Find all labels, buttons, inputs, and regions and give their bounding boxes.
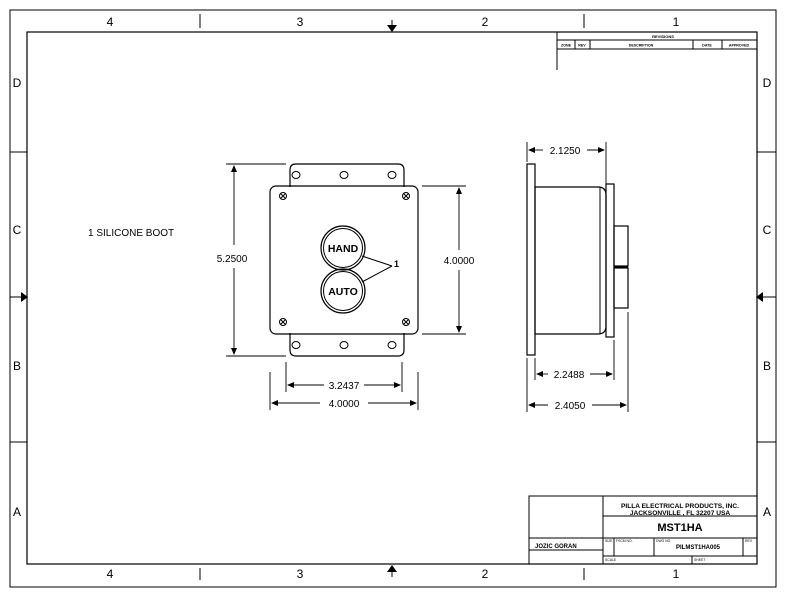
company-name: PILLA ELECTRICAL PRODUCTS, INC. (621, 503, 739, 510)
zone-top-4: 4 (107, 15, 114, 29)
zone-left-c: C (13, 223, 22, 237)
zone-right-d: D (763, 76, 772, 90)
zone-bottom-2: 2 (482, 567, 489, 581)
outer-border (9, 9, 777, 588)
drawn-by: JOZIC GORAN (535, 544, 577, 550)
title-block: PILLA ELECTRICAL PRODUCTS, INC. JACKSONV… (528, 495, 758, 565)
drawing-number: PILMST1HA005 (676, 545, 721, 551)
zone-right-b: B (763, 359, 771, 373)
inner-border (26, 31, 758, 565)
dim-width-box: 4.0000 (329, 399, 360, 410)
part-number: MST1HA (657, 522, 702, 534)
side-view (526, 163, 629, 356)
revisions-title: REVISIONS (652, 34, 674, 39)
rev-header-description: DESCRIPTION (629, 44, 654, 48)
dim-height-box: 4.0000 (444, 256, 475, 267)
zone-ticks (10, 14, 776, 580)
zone-right-c: C (763, 223, 772, 237)
dim-height-overall: 5.2500 (217, 254, 248, 265)
dim-side-depth-overall: 2.4050 (555, 401, 586, 412)
rev-header-zone: ZONE (561, 44, 572, 48)
company-address: JACKSONVILLE , FL 32207 USA (630, 510, 731, 517)
rev-header-approved: APPROVED (729, 44, 750, 48)
zone-left-b: B (13, 359, 21, 373)
scale-label: SCALE (605, 558, 617, 562)
dwg-label: DWG NO. (656, 539, 671, 543)
callout-number: 1 (394, 259, 399, 269)
side-dimensions: 2.1250 2.2488 2.4050 (526, 142, 629, 412)
zone-bottom-3: 3 (297, 567, 304, 581)
zone-bottom-1: 1 (673, 567, 680, 581)
hand-label: HAND (328, 243, 359, 255)
centering-arrows (16, 20, 768, 577)
zone-bottom-4: 4 (107, 567, 114, 581)
hand-button (320, 225, 366, 271)
rev-header-rev: REV (578, 44, 586, 48)
dim-side-depth-top: 2.1250 (550, 146, 581, 157)
dim-side-depth-mid: 2.2488 (554, 370, 585, 381)
auto-label: AUTO (328, 286, 358, 298)
revision-block: REVISIONS ZONE REV DESCRIPTION DATE APPR… (556, 32, 757, 70)
note-silicone-boot: 1 SILICONE BOOT (88, 228, 174, 239)
zone-left-a: A (13, 505, 21, 519)
zone-top-3: 3 (297, 15, 304, 29)
zone-top-1: 1 (673, 15, 680, 29)
sheet-label: SHEET (694, 558, 705, 562)
auto-button (320, 268, 366, 314)
front-dimensions: 5.2500 4.0000 3.2437 4.0000 (217, 163, 475, 410)
rev-header-date: DATE (702, 44, 712, 48)
dim-width-inner: 3.2437 (329, 381, 360, 392)
zone-left-d: D (13, 76, 22, 90)
fscm-label: FSCM NO. (616, 539, 633, 543)
zone-top-2: 2 (482, 15, 489, 29)
corner-screws (279, 192, 410, 326)
front-view: HAND AUTO 1 (269, 163, 419, 357)
rev-label: REV (745, 539, 753, 543)
zone-right-a: A (763, 505, 771, 519)
size-label: SIZE (605, 539, 613, 543)
